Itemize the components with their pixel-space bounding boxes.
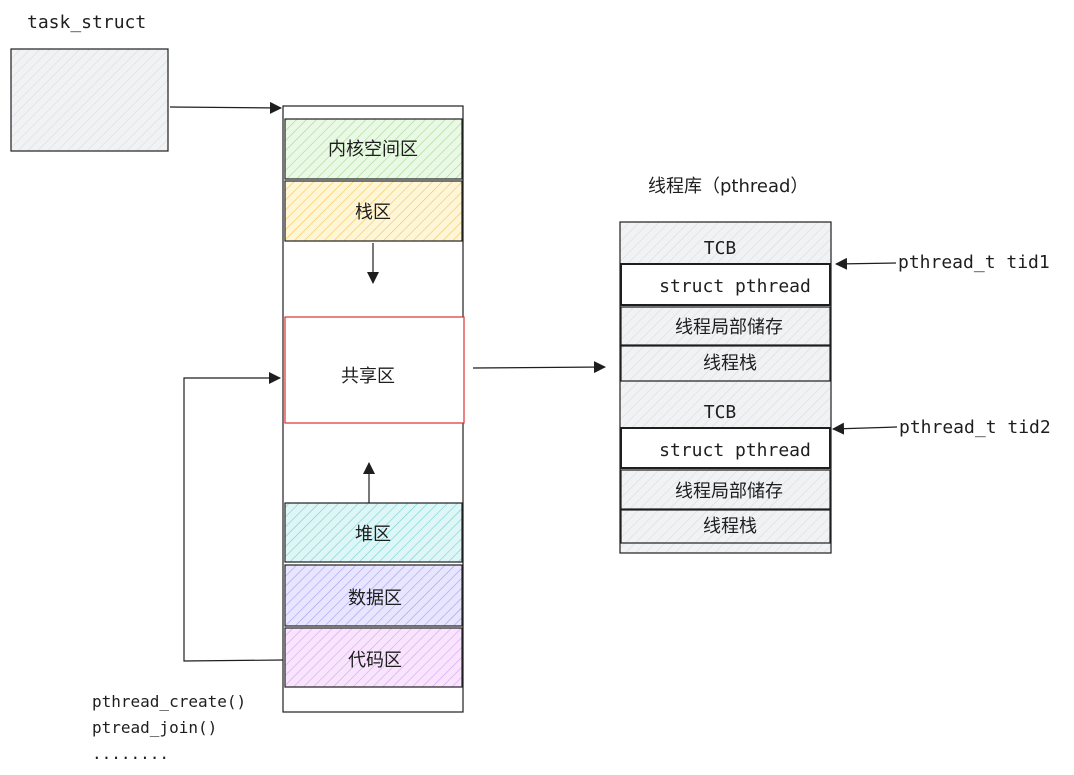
stack-region-box bbox=[284, 180, 463, 242]
stack-region-label: 栈区 bbox=[355, 202, 391, 223]
pthread-tid2-label: pthread_t tid2 bbox=[899, 417, 1051, 438]
data-region-box bbox=[284, 564, 463, 627]
api-call-ptread-join: ptread_join() bbox=[92, 718, 217, 737]
thread-stack-label-2: 线程栈 bbox=[703, 516, 757, 537]
data-region-label: 数据区 bbox=[348, 588, 402, 609]
code-region: 代码区 bbox=[284, 627, 463, 688]
api-call-ellipsis: ........ bbox=[92, 744, 169, 763]
kernel-region-box bbox=[284, 118, 463, 180]
stack-region: 栈区 bbox=[284, 180, 463, 242]
thread-stack-box-2 bbox=[620, 509, 831, 544]
tid2-arrow bbox=[832, 422, 898, 435]
tls-label-2: 线程局部储存 bbox=[675, 481, 783, 502]
pthread-tid1-label: pthread_t tid1 bbox=[898, 252, 1050, 273]
code-region-label: 代码区 bbox=[348, 650, 402, 671]
thread-block-1: TCB struct pthread 线程局部储存 线程栈 bbox=[620, 238, 831, 382]
task-struct-box bbox=[10, 48, 169, 152]
tcb-label-1: TCB bbox=[704, 238, 737, 259]
struct-pthread-box-2 bbox=[620, 427, 831, 469]
code-to-shared-arrow bbox=[183, 372, 284, 662]
tls-box-1 bbox=[620, 306, 831, 346]
heap-region-label: 堆区 bbox=[355, 524, 391, 545]
task-to-memory-arrow bbox=[169, 101, 282, 114]
shared-region: 共享区 bbox=[284, 316, 465, 424]
thread-stack-label-1: 线程栈 bbox=[703, 353, 757, 374]
thread-library-title: 线程库（pthread） bbox=[648, 176, 808, 197]
struct-pthread-label-1: struct pthread bbox=[659, 276, 811, 297]
thread-block-2: TCB struct pthread 线程局部储存 线程栈 bbox=[620, 402, 831, 544]
kernel-region-label: 内核空间区 bbox=[328, 139, 418, 160]
shared-region-label: 共享区 bbox=[341, 366, 395, 387]
kernel-region: 内核空间区 bbox=[284, 118, 463, 180]
struct-pthread-box-1 bbox=[620, 263, 831, 306]
tls-label-1: 线程局部储存 bbox=[675, 317, 783, 338]
thread-stack-box-1 bbox=[620, 345, 831, 382]
shared-region-box bbox=[284, 316, 465, 424]
task-struct-label: task_struct bbox=[27, 12, 146, 33]
tcb-label-2: TCB bbox=[704, 402, 737, 423]
shared-to-library-arrow bbox=[472, 361, 606, 374]
data-region: 数据区 bbox=[284, 564, 463, 627]
tls-box-2 bbox=[620, 469, 831, 510]
tid1-arrow bbox=[835, 257, 897, 270]
api-call-pthread-create: pthread_create() bbox=[92, 692, 246, 711]
heap-region: 堆区 bbox=[284, 502, 463, 563]
struct-pthread-label-2: struct pthread bbox=[659, 440, 811, 461]
code-region-box bbox=[284, 627, 463, 688]
heap-region-box bbox=[284, 502, 463, 563]
